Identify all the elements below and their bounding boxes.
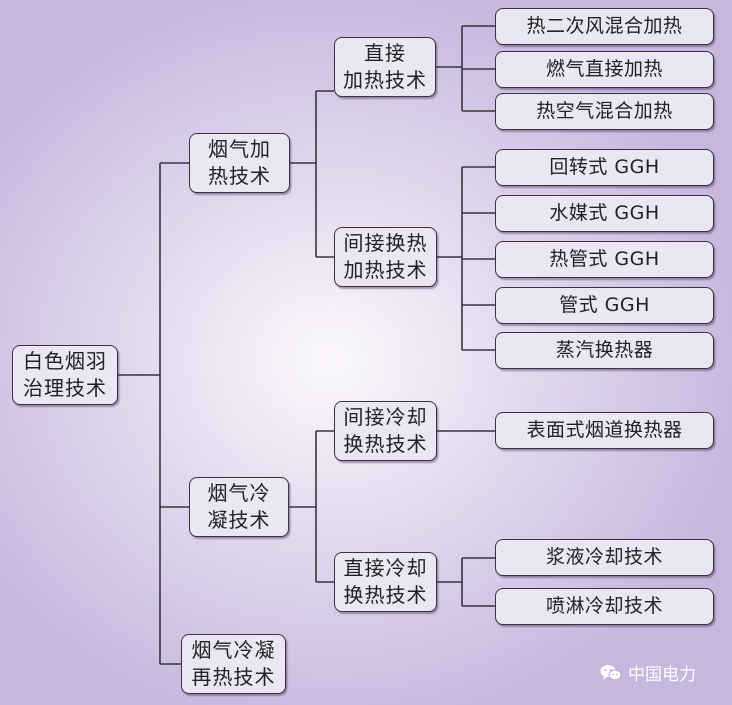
watermark-text: 中国电力 (628, 665, 696, 685)
root-node: 白色烟羽 治理技术 (12, 345, 118, 405)
leaf-item: 表面式烟道换热器 (495, 412, 714, 449)
method-direct-cooling: 直接冷却 换热技术 (334, 552, 437, 612)
leaf-item: 喷淋冷却技术 (495, 588, 714, 625)
leaf-item: 浆液冷却技术 (495, 539, 714, 576)
leaf-item: 热二次风混合加热 (495, 8, 714, 45)
leaf-item: 蒸汽换热器 (495, 332, 714, 369)
method-indirect-cooling: 间接冷却 换热技术 (334, 401, 437, 461)
leaf-item: 水媒式 GGH (495, 195, 714, 232)
method-direct-heating: 直接 加热技术 (334, 37, 436, 97)
category-flue-gas-condensation: 烟气冷 凝技术 (189, 477, 289, 537)
method-indirect-heat-exchange: 间接换热 加热技术 (334, 227, 437, 287)
leaf-item: 回转式 GGH (495, 149, 714, 186)
category-condensation-reheating: 烟气冷凝 再热技术 (181, 634, 286, 694)
category-flue-gas-heating: 烟气加 热技术 (189, 133, 290, 193)
wechat-icon (600, 664, 622, 682)
watermark: 中国电力 (600, 660, 696, 685)
leaf-item: 热管式 GGH (495, 241, 714, 278)
leaf-item: 燃气直接加热 (495, 51, 714, 88)
leaf-item: 热空气混合加热 (495, 93, 714, 130)
leaf-item: 管式 GGH (495, 287, 714, 324)
